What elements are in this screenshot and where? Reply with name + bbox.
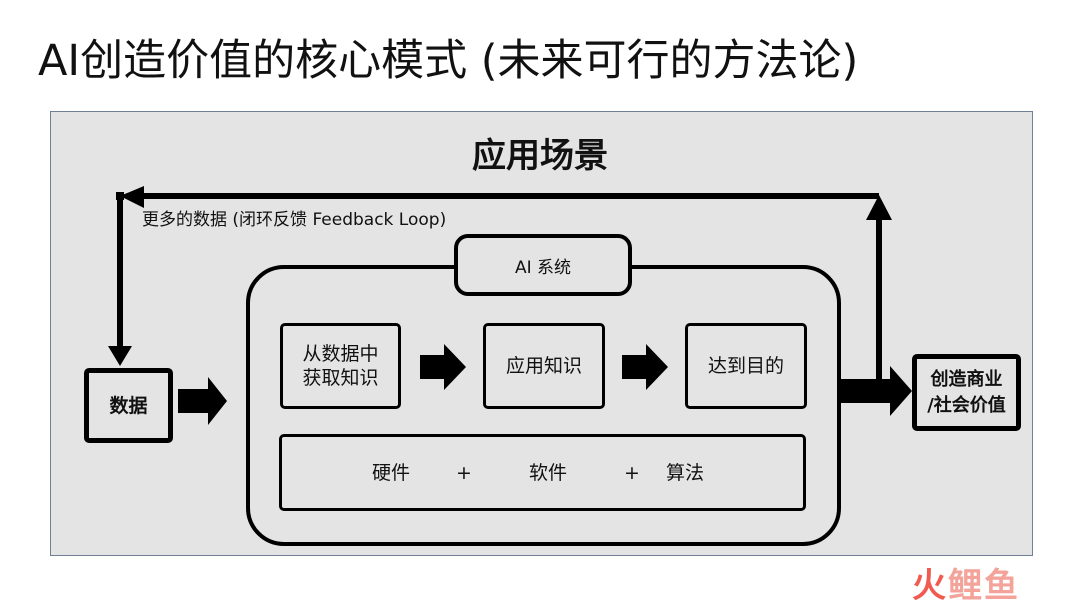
scene-title: 应用场景 [472, 136, 608, 176]
output-arrow [838, 366, 912, 416]
watermark-logo: 火鲤鱼 [912, 558, 1020, 607]
feedback-left-arrowhead [120, 186, 144, 208]
hardware-label: 硬件 [372, 462, 411, 484]
feedback-up-arrowhead [866, 195, 892, 220]
data-input-box: 数据 [84, 368, 173, 443]
foundation-box: 硬件 + 软件 + 算法 [279, 434, 806, 511]
ai-system-label: AI 系统 [454, 234, 632, 296]
step-extract-label: 从数据中 获取知识 [302, 343, 379, 389]
step-extract-knowledge: 从数据中 获取知识 [280, 323, 401, 409]
value-output-box: 创造商业 /社会价值 [912, 354, 1021, 431]
algorithm-label: 算法 [666, 462, 705, 484]
data-input-label: 数据 [109, 394, 148, 417]
input-arrow [178, 377, 227, 425]
feedback-loop-line [117, 193, 882, 384]
step-apply-knowledge: 应用知识 [483, 323, 605, 409]
step-goal-label: 达到目的 [707, 355, 784, 377]
step-apply-label: 应用知识 [505, 355, 582, 377]
step-arrow-1 [420, 344, 466, 390]
feedback-loop-label: 更多的数据 (闭环反馈 Feedback Loop) [142, 210, 447, 230]
step-arrow-2 [622, 344, 668, 390]
feedback-down-arrowhead [108, 346, 132, 366]
loop-corner [116, 192, 124, 200]
software-label: 软件 [529, 462, 568, 484]
value-output-label: 创造商业 /社会价值 [927, 368, 1006, 416]
plus-sign: + [456, 462, 472, 484]
watermark-part1: 火 [912, 566, 948, 606]
plus-sign: + [624, 462, 640, 484]
page-title: AI创造价值的核心模式 (未来可行的方法论) [38, 36, 859, 86]
step-achieve-goal: 达到目的 [685, 323, 807, 409]
watermark-part2: 鲤鱼 [948, 566, 1020, 606]
